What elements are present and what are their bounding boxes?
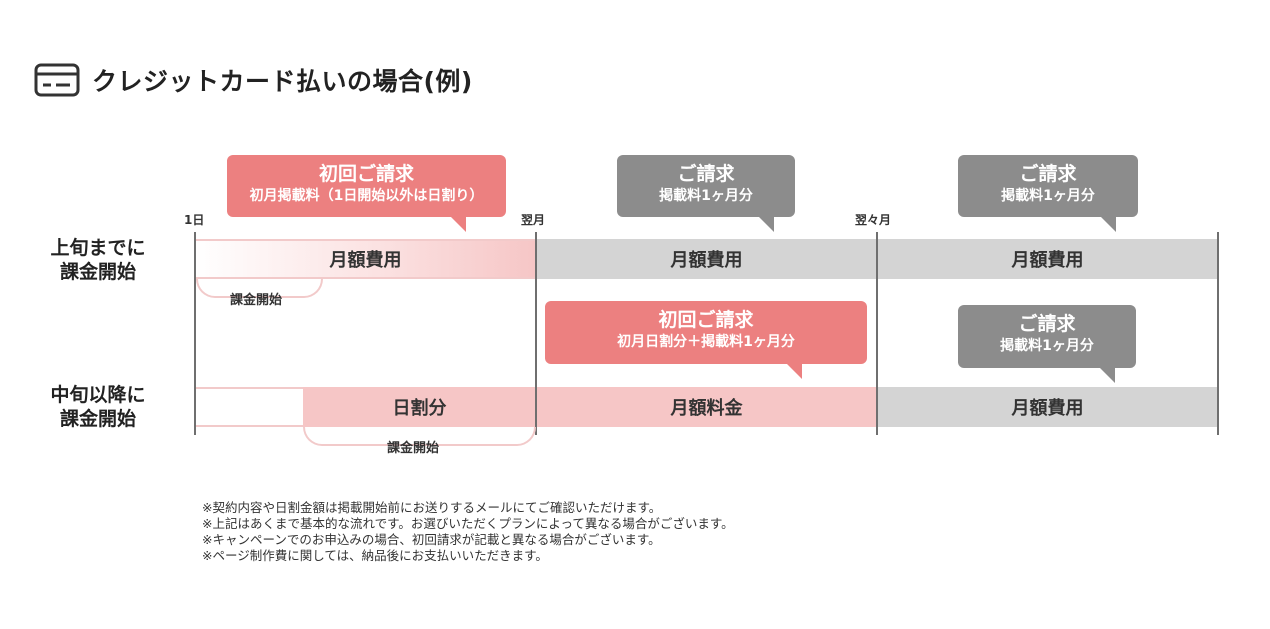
row2-billing-bubble-2: ご請求 掲載料1ヶ月分: [958, 305, 1136, 368]
row2-label-line1: 中旬以降に: [50, 384, 146, 406]
row1-segment-2-label: 月額費用: [670, 250, 743, 271]
bubble-tail: [1100, 216, 1116, 232]
row1-segment-3-label: 月額費用: [1011, 250, 1084, 271]
row1-label: 上旬までに 課金開始: [38, 236, 158, 284]
bubble-tail: [1099, 367, 1115, 383]
bubble-subtitle: 初月日割分＋掲載料1ヶ月分: [617, 334, 795, 350]
row1-billing-bubble-2: ご請求 掲載料1ヶ月分: [617, 155, 795, 217]
bubble-tail: [450, 216, 466, 232]
bubble-title: 初回ご請求: [658, 309, 754, 331]
footnote-1: ※契約内容や日割金額は掲載開始前にお送りするメールにてご確認いただけます。: [202, 500, 662, 515]
section-header: クレジットカード払いの場合(例): [34, 60, 473, 100]
bubble-title: ご請求: [1018, 313, 1076, 335]
bubble-subtitle: 掲載料1ヶ月分: [1001, 188, 1095, 204]
timeline-line-month-after-next: [876, 232, 878, 435]
row1-label-line2: 課金開始: [59, 261, 136, 283]
row2-first-billing-bubble: 初回ご請求 初月日割分＋掲載料1ヶ月分: [545, 301, 867, 364]
timeline-line-day1: [194, 232, 196, 435]
footnote-2: ※上記はあくまで基本的な流れです。お選びいただくプランによって異なる場合がござい…: [202, 516, 734, 531]
row2-segment-2-label: 月額料金: [670, 398, 743, 419]
row1-billing-bubble-3: ご請求 掲載料1ヶ月分: [958, 155, 1138, 217]
footnotes: ※契約内容や日割金額は掲載開始前にお送りするメールにてご確認いただけます。 ※上…: [202, 500, 734, 564]
tick-month-after-next: 翌々月: [855, 213, 892, 227]
credit-card-icon: [34, 63, 80, 97]
row1-first-billing-bubble: 初回ご請求 初月掲載料（1日開始以外は日割り）: [227, 155, 506, 217]
row1-segment-1: 月額費用: [195, 239, 536, 279]
timeline-line-next-month: [535, 232, 537, 435]
row1-segment-1-label: 月額費用: [329, 250, 402, 271]
row1-billing-start-label: 課金開始: [230, 293, 283, 308]
row2-segment-empty: [195, 387, 303, 427]
row1-segment-3: 月額費用: [877, 239, 1218, 279]
row2-segment-2: 月額料金: [536, 387, 877, 427]
row2-segment-1-label: 日割分: [392, 398, 447, 419]
bubble-title: ご請求: [1019, 163, 1077, 185]
page-title: クレジットカード払いの場合(例): [92, 67, 473, 96]
row2-segment-3: 月額費用: [877, 387, 1218, 427]
row2-label: 中旬以降に 課金開始: [38, 383, 158, 431]
row1-label-line1: 上旬までに: [50, 237, 146, 259]
row2-label-line2: 課金開始: [59, 408, 136, 430]
bubble-title: ご請求: [677, 163, 735, 185]
row2-billing-start-label: 課金開始: [387, 441, 440, 456]
row2-segment-3-label: 月額費用: [1011, 398, 1084, 419]
row2-segment-1: 日割分: [303, 387, 536, 427]
bubble-subtitle: 初月掲載料（1日開始以外は日割り）: [249, 188, 484, 204]
row1-segment-2: 月額費用: [536, 239, 877, 279]
bubble-tail: [758, 216, 774, 232]
footnote-4: ※ページ制作費に関しては、納品後にお支払いいただきます。: [202, 548, 548, 563]
bubble-subtitle: 掲載料1ヶ月分: [659, 188, 753, 204]
timeline-line-end: [1217, 232, 1219, 435]
footnote-3: ※キャンペーンでのお申込みの場合、初回請求が記載と異なる場合がございます。: [202, 532, 661, 547]
bubble-subtitle: 掲載料1ヶ月分: [1000, 338, 1094, 354]
tick-next-month: 翌月: [521, 213, 546, 227]
tick-day1: 1日: [184, 213, 205, 227]
bubble-tail: [786, 363, 802, 379]
bubble-title: 初回ご請求: [318, 163, 414, 185]
